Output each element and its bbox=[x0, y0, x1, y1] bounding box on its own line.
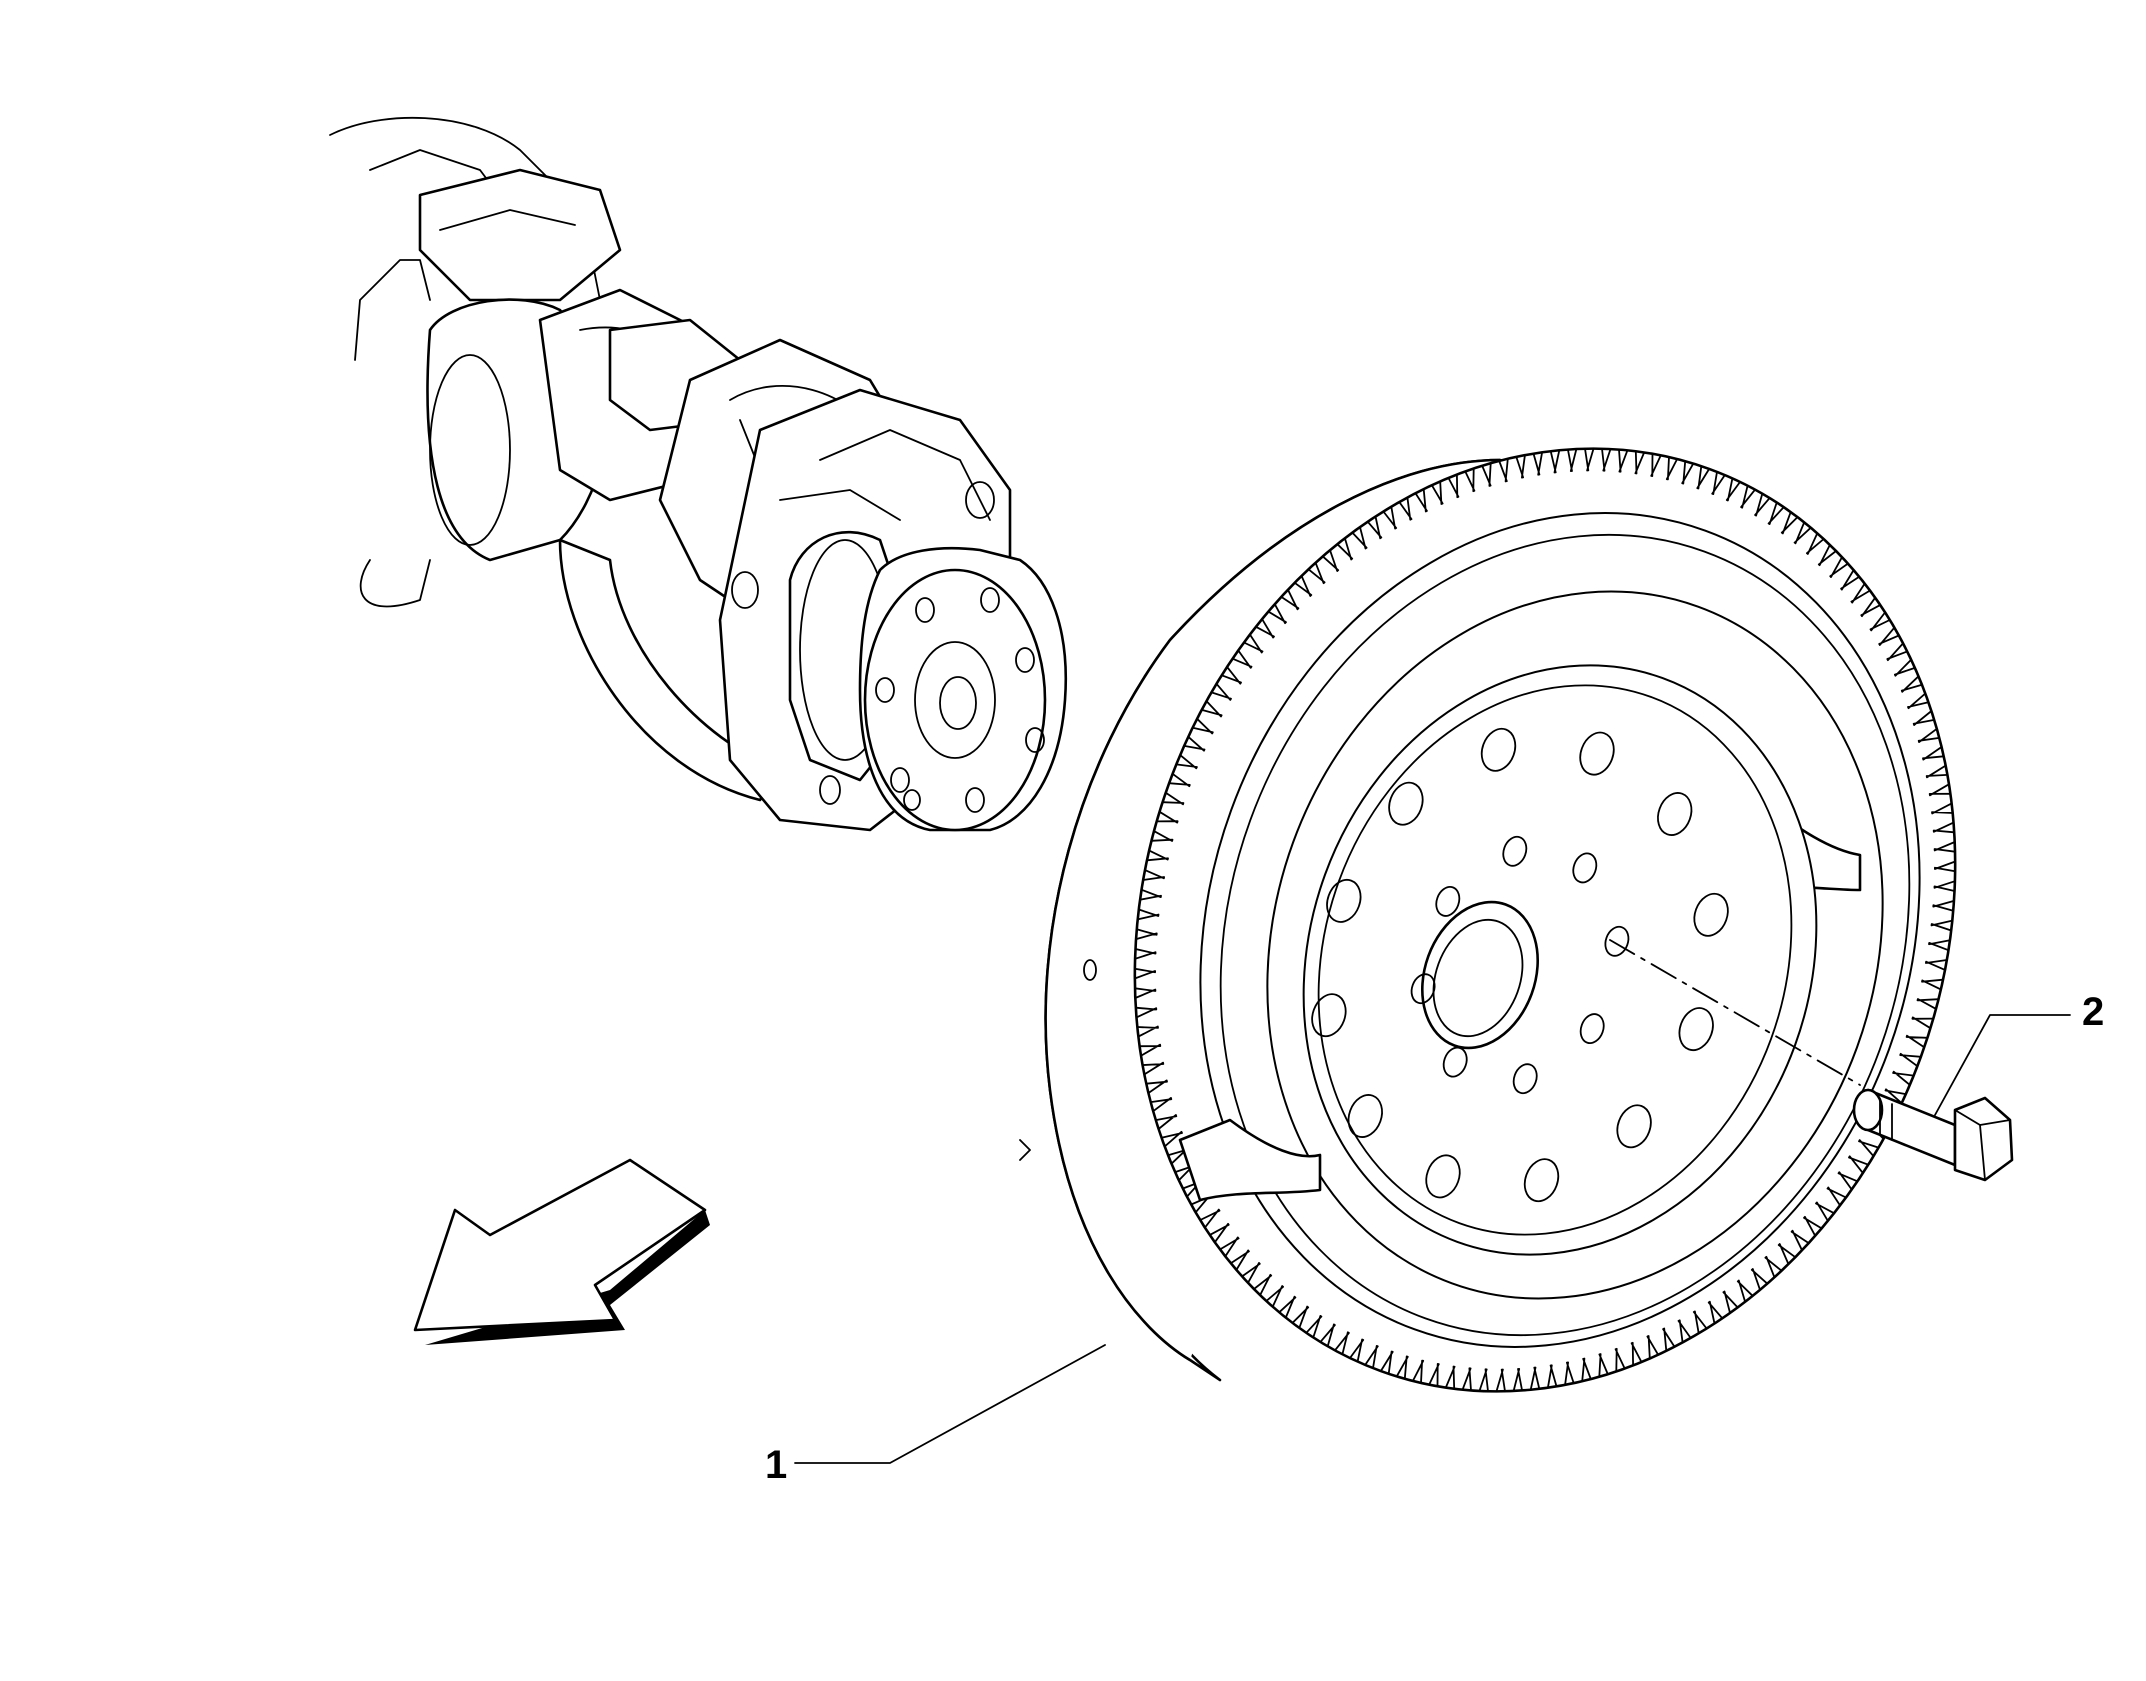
callout-1: 1 bbox=[765, 1344, 1106, 1487]
flywheel-bolt-hole bbox=[1410, 973, 1436, 1005]
flywheel-bolt-hole bbox=[1311, 993, 1347, 1038]
flywheel-bolt-hole bbox=[1579, 731, 1615, 776]
flywheel-bolt-hole bbox=[1523, 1158, 1560, 1203]
flywheel-bolt-hole bbox=[1435, 886, 1461, 917]
flywheel-bolt-hole bbox=[1657, 792, 1693, 836]
flywheel-bolt-hole bbox=[1442, 1046, 1468, 1078]
flywheel-bolt-hole bbox=[1388, 781, 1424, 826]
flywheel-bolt-hole bbox=[1572, 852, 1598, 884]
flywheel-bolt-hole bbox=[1425, 1154, 1461, 1199]
flywheel-bolt-hole bbox=[1678, 1007, 1714, 1052]
crankshaft-icon bbox=[329, 116, 1068, 832]
direction-arrow-icon bbox=[413, 1158, 710, 1345]
flywheel-bolt-hole bbox=[1480, 727, 1517, 772]
flywheel-bolt-hole bbox=[1579, 1013, 1605, 1044]
callout-label-1: 1 bbox=[765, 1443, 787, 1487]
callout-label-2: 2 bbox=[2082, 990, 2104, 1034]
bolt-icon bbox=[1852, 1088, 2014, 1182]
flywheel-bolt-hole bbox=[1604, 925, 1630, 957]
ring-gear-teeth bbox=[1133, 447, 1957, 1393]
flywheel-bolt-hole bbox=[1693, 892, 1729, 937]
flywheel-icon bbox=[1019, 447, 1957, 1393]
flywheel-bolt-hole bbox=[1616, 1104, 1652, 1149]
alignment-axis-line bbox=[1609, 939, 1861, 1086]
flywheel-bolt-hole bbox=[1326, 878, 1362, 923]
flywheel-bolt-hole bbox=[1502, 835, 1528, 867]
flywheel-bolt-hole bbox=[1347, 1094, 1383, 1138]
flywheel-bolt-hole bbox=[1512, 1063, 1538, 1095]
callout-2: 2 bbox=[1934, 990, 2104, 1116]
